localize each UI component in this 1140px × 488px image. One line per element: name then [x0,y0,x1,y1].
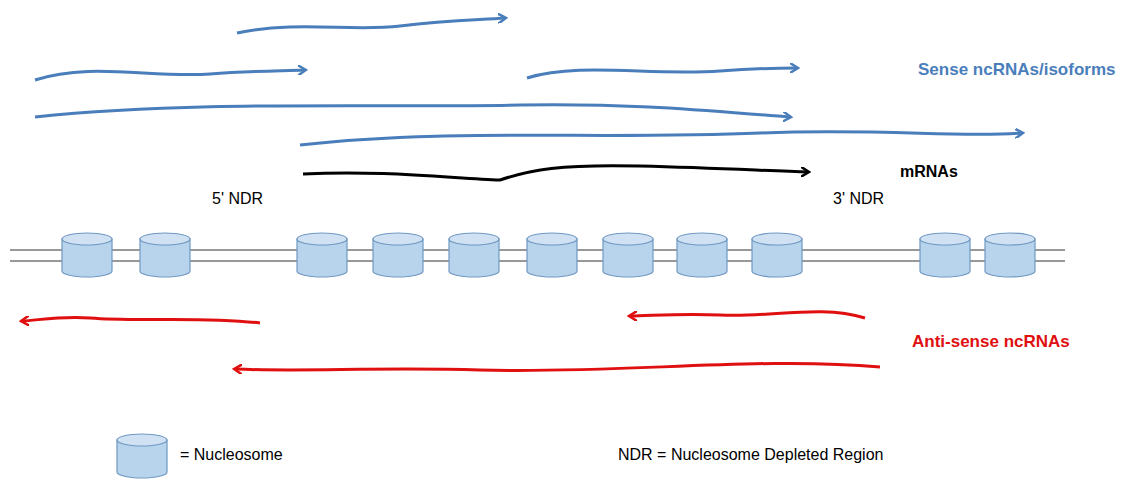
region-label: 3' NDR [833,190,884,208]
antisense-transcripts [22,312,880,371]
sense-label: Sense ncRNAs/isoforms [918,60,1115,80]
dna-wrap [10,250,1065,251]
mrna-label: mRNAs [900,163,958,181]
region-label: 5' NDR [212,190,263,208]
legend-nucleosome-symbol [117,434,167,478]
legend-text: = Nucleosome [180,446,283,464]
sense-transcripts [35,18,1022,145]
antisense-label: Anti-sense ncRNAs [912,332,1070,352]
mrna-transcript [303,166,808,180]
nucleosomes [62,233,1035,277]
note-label: NDR = Nucleosome Depleted Region [618,446,883,464]
